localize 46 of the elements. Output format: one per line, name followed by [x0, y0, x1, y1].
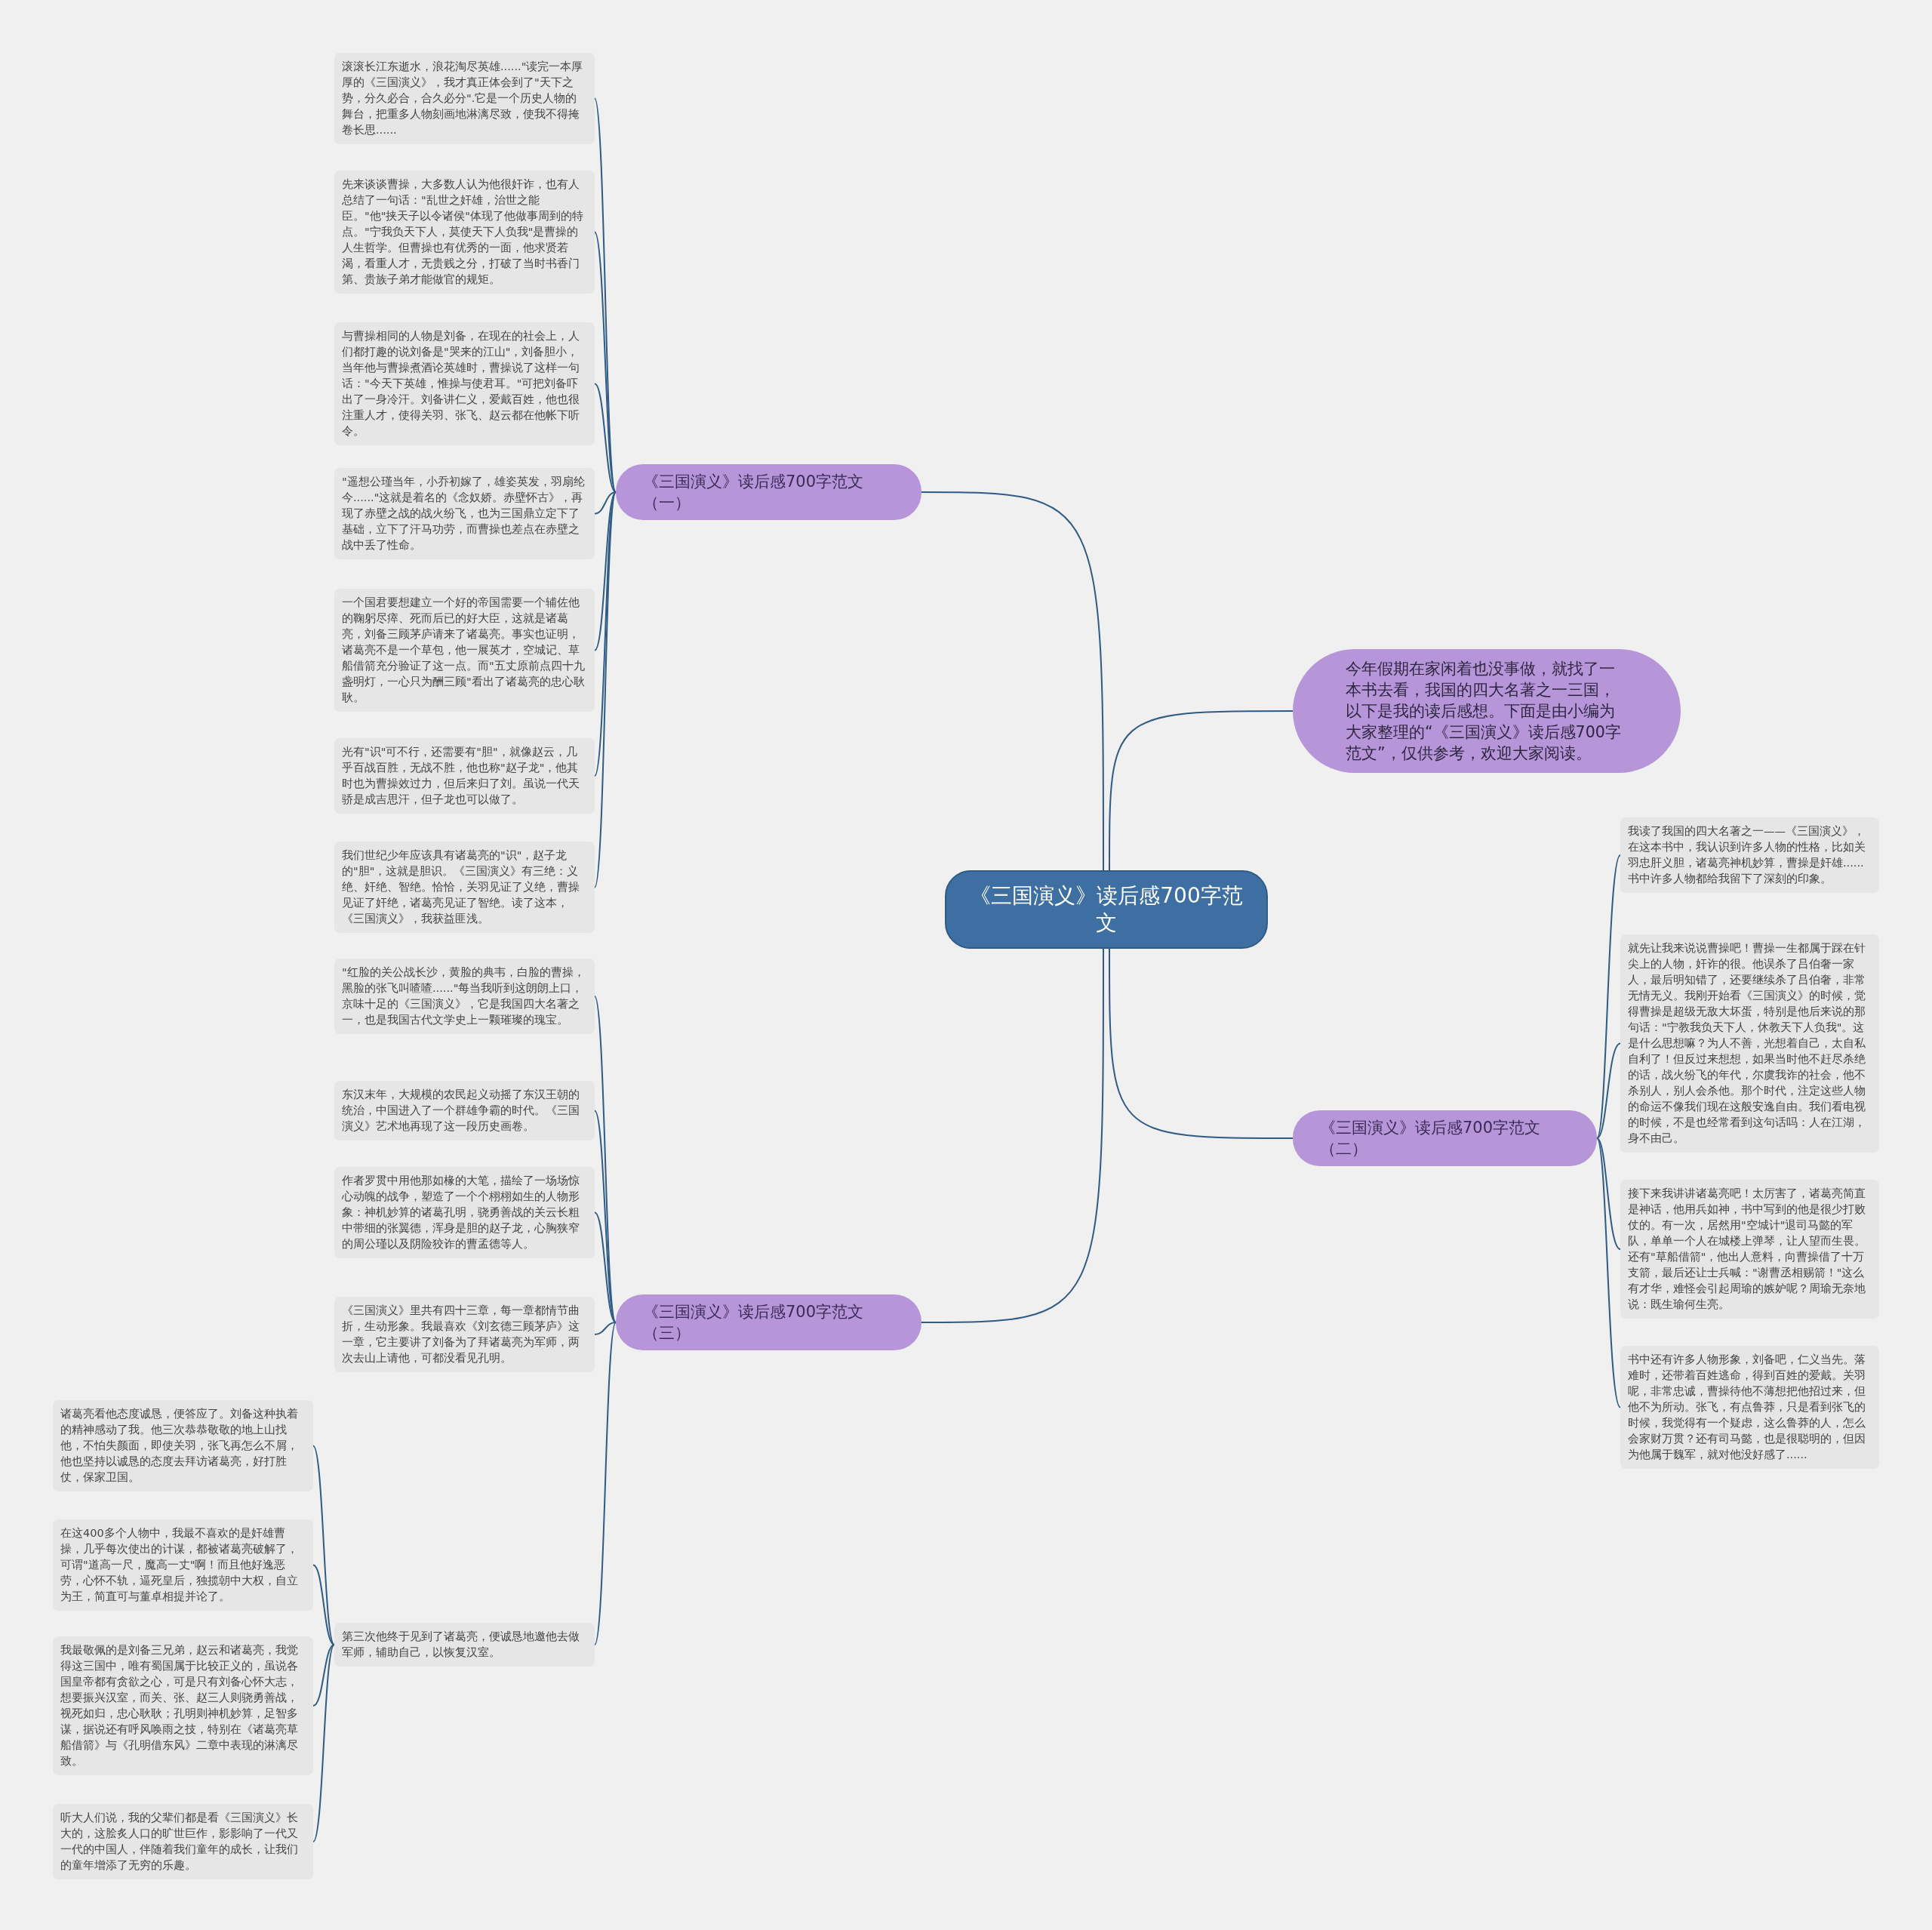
connector-line	[312, 1644, 335, 1707]
connector-line	[594, 231, 617, 493]
topic-branch: 《三国演义》读后感700字范文（二）	[1293, 1110, 1597, 1166]
connector-line	[1596, 1137, 1621, 1408]
connector-line	[312, 1564, 335, 1645]
connector-line	[921, 948, 1104, 1323]
intro-bubble: 今年假期在家闲着也没事做，就找了一本书去看，我国的四大名著之一三国，以下是我的读后感想。下面是由小编为大家整理的“《三国演义》读后感700字范文”，仅供参考，欢迎大家阅读。	[1293, 649, 1681, 773]
topic-branch: 《三国演义》读后感700字范文（一）	[616, 464, 921, 520]
note-card: 书中还有许多人物形象，刘备吧，仁义当先。落难时，还带着百姓逃命，得到百姓的爱戴。关羽呢，非常忠诚，曹操待他不薄想把他招过来，但他不为所动。张飞，有点鲁莽，只是看到张飞的时候，我觉得有一个疑虑，这么鲁莽的人，怎么会家财万贯？还有司马懿，也是很聪明的，但因为他属于魏军，就对他没好感了......	[1620, 1346, 1879, 1469]
topic-branch: 《三国演义》读后感700字范文（三）	[616, 1294, 921, 1350]
note-card: 与曹操相同的人物是刘备，在现在的社会上，人们都打趣的说刘备是"哭来的江山"，刘备胆小，当年他与曹操煮酒论英雄时，曹操说了这样一句话："今天下英雄，惟操与使君耳。"可把刘备吓出了一身冷汗。刘备讲仁义，爱戴百姓，他也很注重人才，使得关羽、张飞、赵云都在他帐下听令。	[334, 322, 595, 445]
connector-line	[1596, 854, 1621, 1139]
connector-line	[594, 491, 617, 888]
note-card: 听大人们说，我的父辈们都是看《三国演义》长大的，这脍炙人口的旷世巨作，影影响了一代又一代的中国人，伴随着我们童年的成长，让我们的童年增添了无穷的乐趣。	[53, 1804, 313, 1879]
note-card: 东汉末年，大规模的农民起义动摇了东汉王朝的统治，中国进入了一个群雄争霸的时代。《三国演义》艺术地再现了这一段历史画卷。	[334, 1081, 595, 1140]
note-card: 作者罗贯中用他那如椽的大笔，描绘了一场场惊心动魄的战争，塑造了一个个栩栩如生的人物形象：神机妙算的诸葛孔明，骁勇善战的关云长粗中带细的张翼德，浑身是胆的赵子龙，心胸狭窄的周公瑾以及阴险狡诈的曹孟德等人。	[334, 1167, 595, 1258]
note-card: 我读了我国的四大名著之一——《三国演义》，在这本书中，我认识到许多人物的性格，比如关羽忠肝义胆，诸葛亮神机妙算，曹操是奸雄......书中许多人物都给我留下了深刻的印象。	[1620, 817, 1879, 893]
note-card: 诸葛亮看他态度诚恳，便答应了。刘备这种执着的精神感动了我。他三次恭恭敬敬的地上山找他，不怕失颜面，即使关羽，张飞再怎么不屑，他也坚持以诚恳的态度去拜访诸葛亮，好打胜仗，保家卫国。	[53, 1400, 313, 1491]
note-card: 我们世纪少年应该具有诸葛亮的"识"，赵子龙的"胆"，这就是胆识。《三国演义》有三绝：义绝、奸绝、智绝。恰恰，关羽见证了义绝，曹操见证了奸绝，诸葛亮见证了智绝。读了这本，《三国演义》，我获益匪浅。	[334, 842, 595, 933]
connector-line	[312, 1445, 335, 1645]
connector-line	[594, 383, 617, 493]
connector-line	[594, 1211, 617, 1323]
note-card: 光有"识"可不行，还需要有"胆"，就像赵云，几乎百战百胜，无战不胜，他也称"赵子龙"，他其时也为曹操效过力，但后来归了刘。虽说一代天骄是成吉思汗，但子龙也可以做了。	[334, 738, 595, 814]
note-card: "红脸的关公战长沙，黄脸的典韦，白脸的曹操，黑脸的张飞叫喳喳......"每当我听到这朗朗上口，京味十足的《三国演义》，它是我国四大名著之一，也是我国古代文学史上一颗璀璨的瑰宝。	[334, 959, 595, 1034]
note-card: 《三国演义》里共有四十三章，每一章都情节曲折，生动形象。我最喜欢《刘玄德三顾茅庐》这一章，它主要讲了刘备为了拜诸葛亮为军师，两次去山上请他，可都没看见孔明。	[334, 1297, 595, 1372]
note-card: "遥想公瑾当年，小乔初嫁了，雄姿英发，羽扇纶今......"这就是着名的《念奴娇。赤壁怀古》，再现了赤壁之战的战火纷飞，也为三国鼎立定下了基础，立下了汗马功劳，而曹操也差点在赤壁之战中丢了性命。	[334, 468, 595, 559]
note-card: 接下来我讲讲诸葛亮吧！太厉害了，诸葛亮简直是神话，他用兵如神，书中写到的他是很少打败仗的。有一次，居然用"空城计"退司马懿的军队，单单一个人在城楼上弹琴，让人望而生畏。还有"草船借箭"，他出人意料，向曹操借了十万支箭，最后还让士兵喊："谢曹丞相赐箭！"这么有才华，难怪会引起周瑜的嫉妒呢？周瑜无奈地说：既生瑜何生亮。	[1620, 1180, 1879, 1319]
connector-line	[1596, 1042, 1621, 1139]
connector-line	[1109, 710, 1294, 871]
note-card: 滚滚长江东逝水，浪花淘尽英雄......"读完一本厚厚的《三国演义》，我才真正体会到了"天下之势，分久必合，合久必分".它是一个历史人物的舞台，把重多人物刻画地淋漓尽致，使我不得掩卷长思......	[334, 53, 595, 144]
note-card: 就先让我来说说曹操吧！曹操一生都属于踩在针尖上的人物，奸诈的很。他误杀了吕伯奢一家人，最后明知错了，还要继续杀了吕伯奢，非常无情无义。我刚开始看《三国演义》的时候，觉得曹操是超级无敌大坏蛋，特别是他后来说的那句话："宁教我负天下人，休教天下人负我"。这是什么思想嘛？为人不善，光想着自己，太自私自利了！但反过来想想，如果当时他不赶尽杀绝的话，战火纷飞的年代，尔虞我诈的社会，他不杀别人，别人会杀他。那个时代，注定这些人物的命运不像我们现在这般安逸自由。我们看电视的时候，不是也经常看到这句话吗：人在江湖，身不由己。	[1620, 934, 1879, 1153]
note-card: 一个国君要想建立一个好的帝国需要一个辅佐他的鞠躬尽瘁、死而后已的好大臣，这就是诸葛亮，刘备三顾茅庐请来了诸葛亮。事实也证明，诸葛亮不是一个草包，他一展英才，空城记、草船借箭充分验证了这一点。而"五丈原前点四十九盏明灯，一心只为酬三顾"看出了诸葛亮的忠心耿耿。	[334, 589, 595, 712]
connector-line	[312, 1644, 335, 1842]
note-card: 先来谈谈曹操，大多数人认为他很奸诈，也有人总结了一句话："乱世之奸雄，治世之能臣。"他"挟天子以令诸侯"体现了他做事周到的特点。"宁我负天下人，莫使天下人负我"是曹操的人生哲学。但曹操也有优秀的一面，他求贤若渴，看重人才，无贵贱之分，打破了当时书香门第、贵族子弟才能做官的规矩。	[334, 171, 595, 294]
note-card: 在这400多个人物中，我最不喜欢的是奸雄曹操，几乎每次使出的计谋，都被诸葛亮破解了，可谓"道高一尺，魔高一丈"啊！而且他好逸恶劳，心怀不轨，逼死皇后，独揽朝中大权，自立为王，简直可与董卓相提并论了。	[53, 1519, 313, 1611]
connector-line	[921, 491, 1104, 871]
connector-line	[594, 1322, 617, 1645]
connector-line	[1109, 948, 1294, 1139]
connector-line	[594, 491, 617, 651]
connector-line	[594, 1322, 617, 1335]
connector-line	[594, 491, 617, 515]
note-card: 第三次他终于见到了诸葛亮，便诚恳地邀他去做军师，辅助自己，以恢复汉室。	[334, 1623, 595, 1667]
central-topic: 《三国演义》读后感700字范文	[945, 870, 1268, 949]
note-card: 我最敬佩的是刘备三兄弟，赵云和诸葛亮，我觉得这三国中，唯有蜀国属于比较正义的，虽说各国皇帝都有贪欲之心，可是只有刘备心怀大志，想要振兴汉室，而关、张、赵三人则骁勇善战，视死如归，忠心耿耿；孔明则神机妙算，足智多谋，据说还有呼风唤雨之技，特别在《诸葛亮草船借箭》与《孔明借东风》二章中表现的淋漓尽致。	[53, 1636, 313, 1775]
connector-line	[594, 1110, 617, 1323]
connector-line	[1596, 1137, 1621, 1250]
